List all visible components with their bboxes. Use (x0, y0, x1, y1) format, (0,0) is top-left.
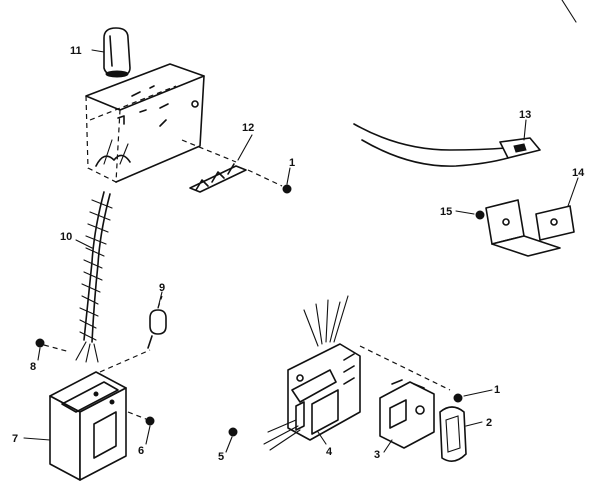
part-1-screw-lower (453, 393, 463, 403)
callout-6: 6 (138, 445, 144, 457)
part-6-screw (127, 411, 155, 426)
junction-box (85, 63, 205, 183)
callout-12: 12 (242, 122, 254, 134)
callout-1-lower: 1 (494, 384, 500, 396)
part-4-control-board (263, 295, 451, 451)
part-1-screw-upper (282, 184, 292, 194)
part-8-screw (35, 338, 71, 353)
part-3-relay (379, 379, 435, 449)
callout-1-upper: 1 (289, 157, 295, 169)
callout-10: 10 (60, 231, 72, 243)
part-10-conduit (75, 191, 113, 363)
leader-lines (23, 49, 579, 453)
callout-2: 2 (486, 417, 492, 429)
part-11-capacitor (103, 27, 131, 78)
part-7-electrical-box (49, 349, 151, 481)
callout-7: 7 (12, 433, 18, 445)
part-2-cover-plate (439, 406, 467, 462)
part-14-bracket (485, 199, 575, 257)
part-5-screw (228, 427, 238, 437)
part-12-terminal-strip (181, 139, 283, 193)
callout-11: 11 (70, 45, 82, 57)
callout-13: 13 (519, 109, 531, 121)
callout-4: 4 (326, 446, 333, 458)
callout-9: 9 (159, 282, 165, 294)
callout-8: 8 (30, 361, 36, 373)
callout-labels: 11 12 1 10 9 8 7 6 5 4 3 2 1 13 14 15 (12, 45, 585, 463)
callout-3: 3 (374, 449, 380, 461)
callout-15: 15 (440, 206, 452, 218)
part-13-sensor (353, 123, 541, 167)
part-9-connector (147, 295, 167, 349)
part-15-screw (475, 210, 485, 220)
callout-14: 14 (572, 167, 585, 179)
corner-mark (561, 0, 577, 23)
callout-5: 5 (218, 451, 224, 463)
